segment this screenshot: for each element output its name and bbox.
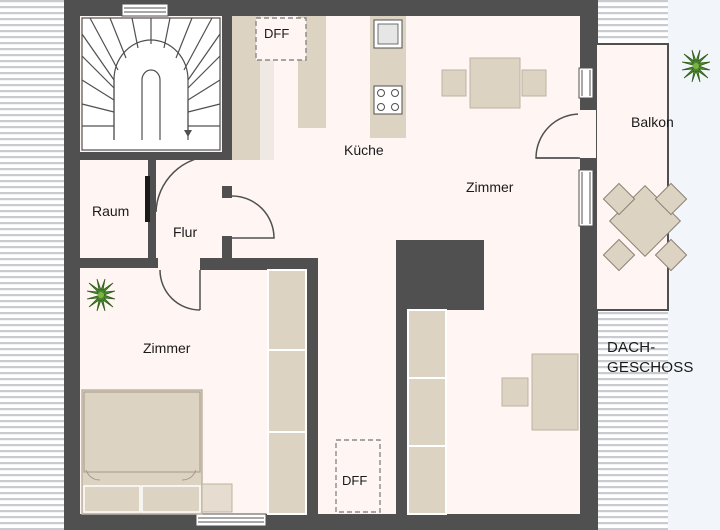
balcony-table-set [602,182,688,272]
roof-hatch-right-lower [598,310,668,530]
desk-chair [501,377,529,407]
doors [155,155,275,311]
room-label-zimmer-bedroom: Zimmer [143,340,191,356]
room-label-flur: Flur [173,224,198,240]
skylight-label-bottom: DFF [342,473,368,488]
bed [81,389,233,515]
stair-arrow-icon [184,130,192,137]
room-label-balkon: Balkon [631,114,674,130]
staircase [81,17,221,151]
raum-door [145,176,150,222]
window-top [121,3,169,17]
balcony-door-top [578,67,594,99]
desk [531,353,579,431]
wall-cabinets [267,269,447,515]
balcony-floor [595,43,669,311]
room-label-raum: Raum [92,203,130,219]
plant-icon [86,278,116,312]
floor-label-line2: GESCHOSS [607,359,694,376]
balcony-door-bottom [578,169,594,227]
interior-walls [80,16,484,514]
dining-set [441,57,547,109]
roof-hatch-left [0,0,64,530]
skylight-label-top: DFF [264,26,290,41]
window-bottom [195,513,267,527]
floor-label-line1: DACH- [607,339,656,356]
roof-hatch-right [598,0,668,40]
balcony-door-swing [535,113,581,159]
room-label-kueche: Küche [344,142,384,158]
room-label-zimmer-main: Zimmer [466,179,514,195]
skylight-top [255,17,307,61]
plant-icon [681,49,711,83]
skylight-bottom [335,439,381,513]
